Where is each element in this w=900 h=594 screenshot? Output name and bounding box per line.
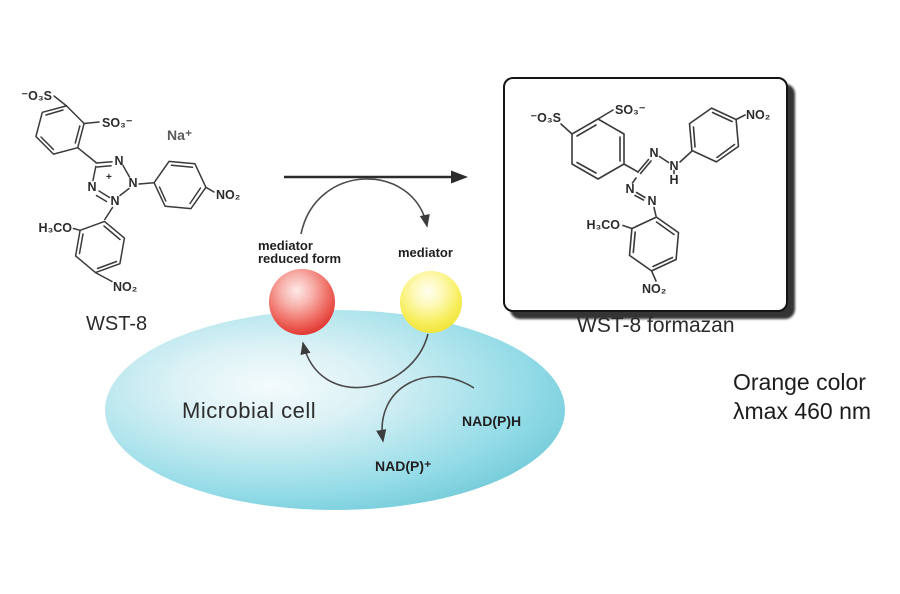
wst8-sulfonate-right-label: SO₃⁻ (102, 116, 133, 130)
wst8-sulfonate-left-label: ⁻O₃S (22, 89, 52, 103)
formazan-name-label: WST-8 formazan (577, 314, 735, 337)
formazan-nh-label: H (669, 173, 678, 187)
sodium-ion-label: Na⁺ (167, 127, 192, 143)
wst8-n1-label: N (114, 154, 123, 168)
electron-transfer-arrow (300, 333, 429, 389)
nad-cycle-arrow (376, 375, 475, 443)
wst8-plus-charge: + (106, 172, 112, 183)
orange-color-note-line1: Orange color (733, 369, 866, 395)
formazan-nitro-right-label: NO₂ (746, 108, 770, 122)
mediator-oxidized-label: mediator (398, 245, 453, 260)
mediator-reduced-label-line1: mediator (258, 238, 313, 253)
wst8-n3-label: N (110, 194, 119, 208)
microbial-cell-label: Microbial cell (182, 398, 317, 423)
wst8-bonds (35, 95, 215, 283)
formazan-nitro-bottom-label: NO₂ (642, 282, 666, 296)
formazan-n2-label: N (669, 159, 678, 173)
formazan-bonds (560, 107, 746, 282)
orange-color-note: Orange color λmax 460 nm (733, 368, 871, 426)
formazan-sulfonate-right-label: SO₃⁻ (615, 103, 646, 117)
formazan-n4-label: N (647, 194, 656, 208)
orange-color-note-line2: λmax 460 nm (733, 398, 872, 424)
formazan-sulfonate-left-label: ⁻O₃S (531, 111, 561, 125)
wst8-name-label: WST-8 (86, 313, 148, 335)
mediator-cycle-top-arrow (300, 178, 430, 235)
wst8-methoxy-label: H₃CO (38, 221, 72, 235)
formazan-box: ⁻O₃S SO₃⁻ N N H N N NO₂ H₃CO NO₂ (503, 77, 788, 312)
microbial-cell-ellipse (105, 310, 565, 510)
formazan-n3-label: N (625, 182, 634, 196)
wst8-n4-label: N (87, 180, 96, 194)
mediator-oxidized-sphere (400, 271, 462, 333)
formazan-methoxy-label: H₃CO (586, 218, 620, 232)
wst8-nitro-bottom-label: NO₂ (113, 280, 137, 294)
mediator-reduced-sphere (269, 269, 335, 335)
nadp-label: NAD(P)⁺ (375, 458, 432, 474)
mediator-reduced-label: mediator reduced form (258, 239, 341, 265)
wst8-n2-label: N (128, 176, 137, 190)
formazan-n1-label: N (649, 146, 658, 160)
reaction-arrow (284, 170, 468, 184)
nadph-label: NAD(P)H (462, 413, 522, 429)
wst8-structure: ⁻O₃S SO₃⁻ Na⁺ N N N N + NO₂ H₃CO NO₂ (22, 89, 241, 294)
mediator-reduced-label-line2: reduced form (258, 251, 342, 266)
wst8-nitro-right-label: NO₂ (216, 188, 240, 202)
formazan-structure: ⁻O₃S SO₃⁻ N N H N N NO₂ H₃CO NO₂ (531, 103, 771, 296)
